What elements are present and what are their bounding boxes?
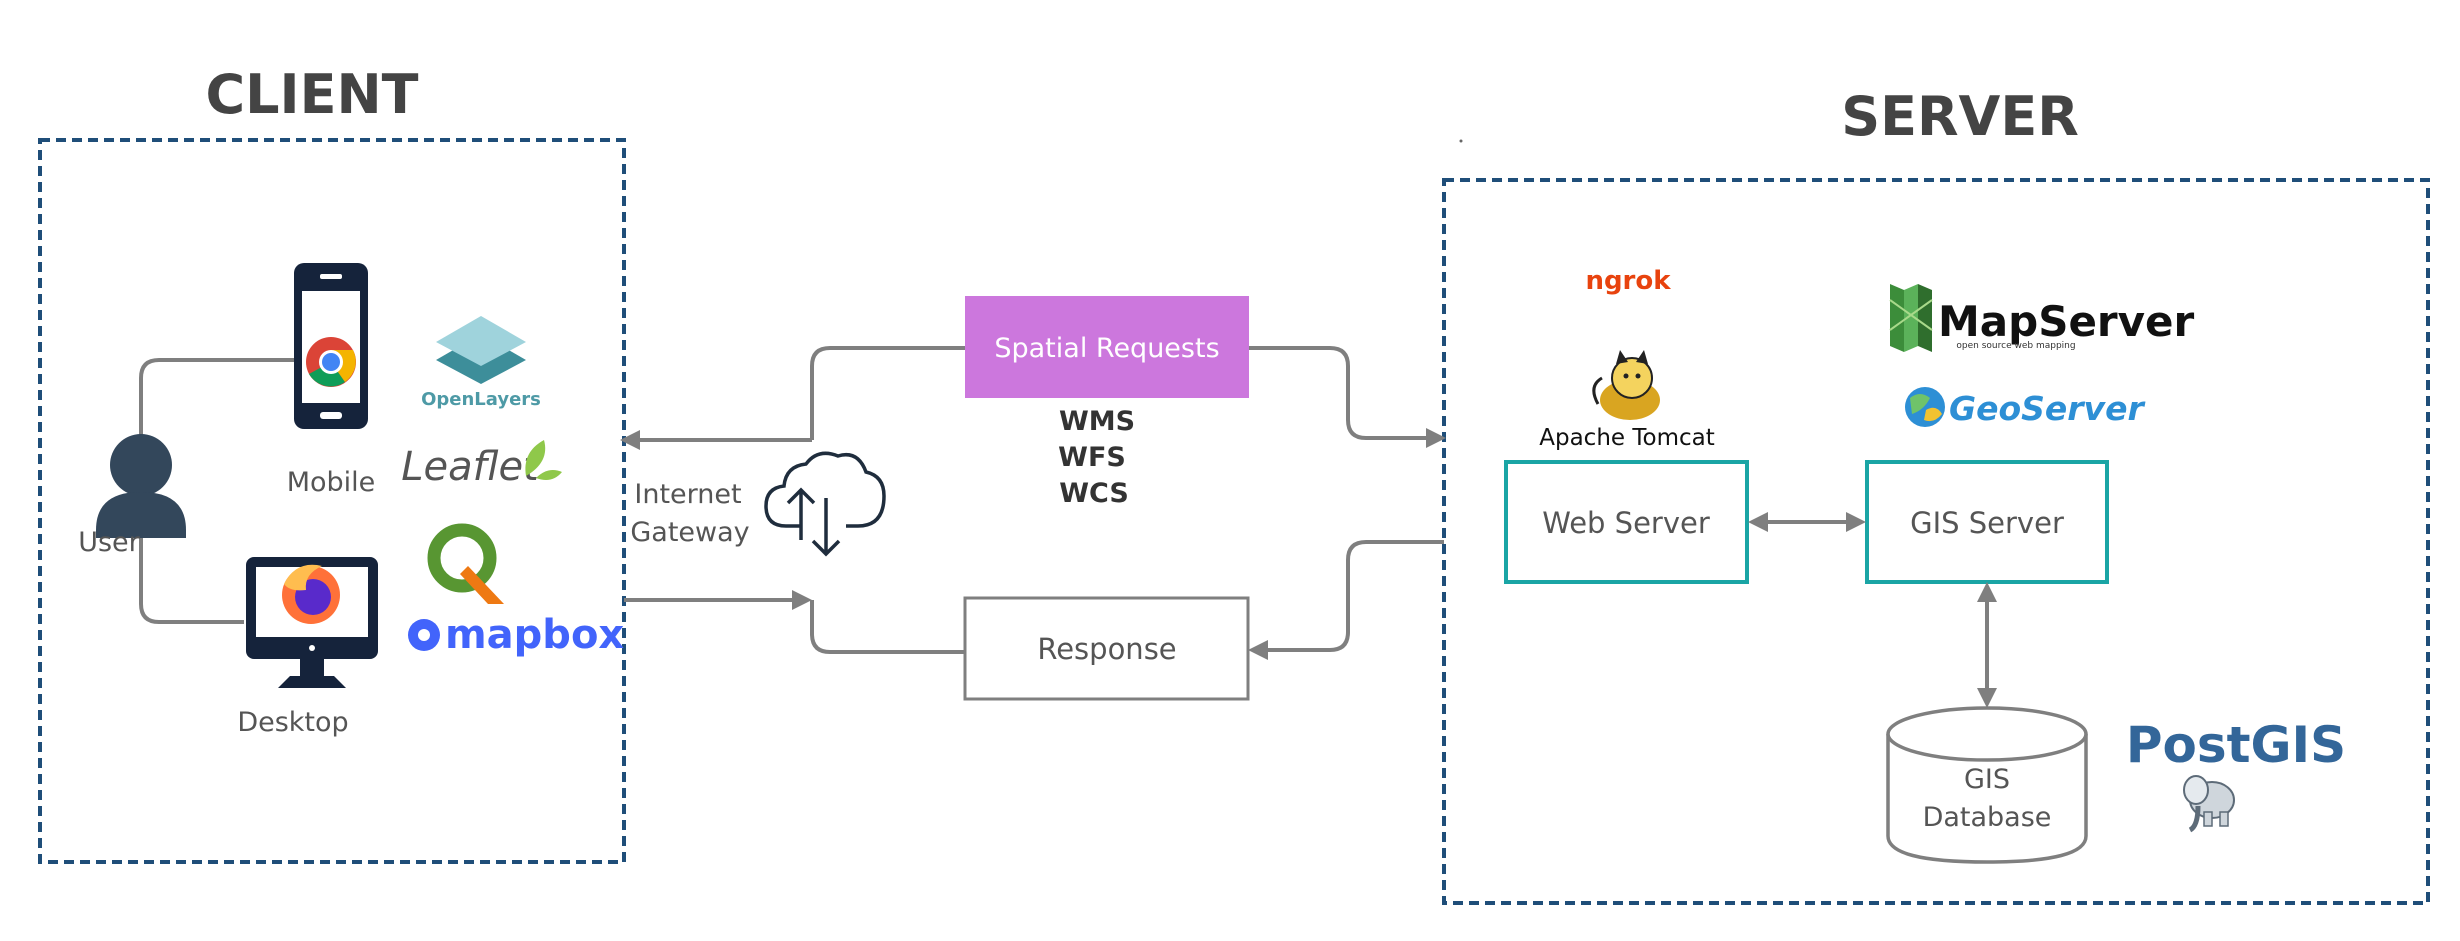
web-gis-arrowhead-right	[1846, 512, 1866, 532]
request-to-server-connector	[1249, 346, 1428, 440]
openlayers-label: OpenLayers	[421, 389, 541, 410]
mapserver-tagline: open source web mapping	[1956, 341, 2075, 351]
web-server-box	[1504, 460, 1749, 584]
firefox-icon	[282, 564, 340, 624]
tomcat-cat-icon	[1592, 350, 1660, 420]
elephant-icon	[2183, 775, 2235, 833]
mapbox-logo: mapbox	[408, 612, 624, 658]
openlayers-logo: OpenLayers	[421, 316, 541, 410]
gateway-request-connector	[810, 346, 965, 440]
protocol-wcs: WCS	[1059, 478, 1129, 509]
server-to-response-arrowhead	[1248, 640, 1268, 660]
response-label: Response	[1037, 632, 1176, 666]
chrome-icon	[306, 337, 356, 387]
stray-dot	[1459, 139, 1463, 143]
leaflet-logo: Leaflet	[401, 440, 562, 490]
gis-server-label: GIS Server	[1910, 506, 2064, 540]
user-to-desktop-connector	[139, 520, 244, 624]
qgis-logo	[427, 523, 504, 604]
cloud-transfer-icon	[764, 451, 886, 557]
geoserver-label: GeoServer	[1949, 389, 2145, 428]
response-box	[963, 596, 1250, 701]
user-to-mobile-connector	[139, 358, 298, 440]
postgis-label: PostGIS	[2126, 716, 2346, 774]
spatial-requests-box	[965, 296, 1249, 398]
response-to-client-arrowhead	[620, 430, 640, 450]
server-heading: SERVER	[1841, 85, 2079, 148]
postgis-logo: PostGIS	[2126, 716, 2346, 833]
web-server-label: Web Server	[1542, 506, 1710, 540]
gis-database-label-line1: GIS	[1964, 764, 2010, 795]
mobile-label: Mobile	[287, 467, 376, 498]
gis-database-cylinder	[1886, 706, 2088, 864]
mapserver-label: MapServer	[1938, 297, 2195, 346]
gis-db-arrowhead-up	[1977, 582, 1997, 602]
server-frame	[1442, 178, 2430, 905]
tomcat-label: Apache Tomcat	[1539, 425, 1715, 451]
spatial-requests-label: Spatial Requests	[994, 333, 1219, 364]
protocol-wms: WMS	[1059, 406, 1135, 437]
gis-server-box	[1865, 460, 2109, 584]
desktop-label: Desktop	[237, 707, 348, 738]
gateway-label-line2: Gateway	[630, 517, 749, 548]
request-to-server-arrowhead	[1426, 428, 1446, 448]
protocol-wfs: WFS	[1058, 442, 1126, 473]
gateway-response-connector	[810, 600, 965, 654]
mapserver-logo: MapServer open source web mapping	[1889, 284, 2195, 352]
mapbox-label: mapbox	[445, 612, 624, 658]
gis-database-label-line2: Database	[1923, 802, 2052, 833]
client-frame	[38, 138, 626, 864]
client-heading: CLIENT	[205, 63, 418, 126]
user-icon	[96, 434, 186, 538]
leaflet-label: Leaflet	[401, 444, 540, 490]
web-gis-arrowhead-left	[1748, 512, 1768, 532]
client-to-gateway-arrowhead	[792, 590, 812, 610]
geoserver-logo: GeoServer	[1905, 387, 2145, 428]
gateway-label-line1: Internet	[634, 479, 741, 510]
user-label: User	[78, 527, 140, 558]
gis-db-arrowhead-down	[1977, 688, 1997, 708]
server-to-response-connector	[1266, 540, 1444, 652]
ngrok-logo: ngrok	[1585, 266, 1671, 296]
